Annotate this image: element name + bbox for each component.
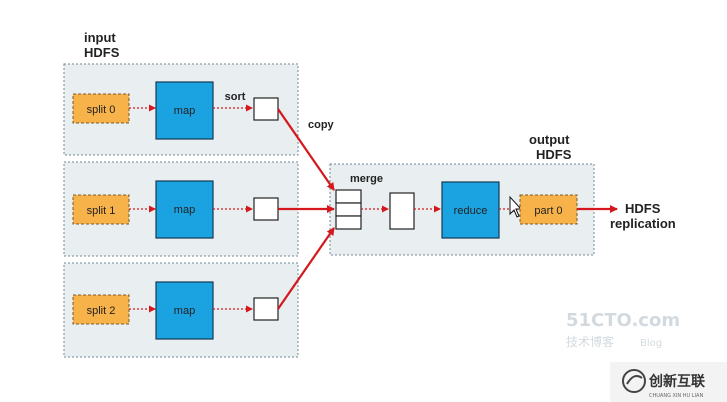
logo-mark-icon — [622, 369, 646, 393]
split-box-2 — [72, 294, 130, 325]
merge-segment-1 — [335, 202, 362, 217]
map-box-2 — [155, 281, 214, 340]
hdfs-replication-line2: replication — [610, 216, 676, 231]
map-label-2: map — [174, 305, 195, 317]
hdfs-replication-line1: HDFS — [625, 201, 661, 216]
sorted-output-box-2 — [253, 297, 279, 321]
map-label-0: map — [174, 105, 195, 117]
reduce-label: reduce — [454, 205, 488, 217]
merged-input-box — [389, 192, 415, 230]
split-label-1: split 1 — [87, 205, 116, 217]
map-label-1: map — [174, 204, 195, 216]
output-label-line2: HDFS — [536, 147, 572, 162]
map-box-1 — [155, 180, 214, 239]
logo-text: 创新互联 — [648, 373, 706, 390]
merge-label: merge — [350, 173, 383, 185]
reduce-box — [441, 181, 500, 239]
merge-segment-0 — [335, 189, 362, 204]
input-label-line1: input — [84, 30, 116, 45]
logo-subtext: CHUANG XIN HU LIAN — [649, 393, 703, 399]
merge-segment-2 — [335, 215, 362, 230]
map-box-0 — [155, 81, 214, 140]
copy-arrow-2 — [277, 227, 335, 310]
split-label-0: split 0 — [87, 104, 116, 116]
logo-background — [610, 362, 727, 402]
watermark-blog: Blog — [640, 338, 662, 349]
output-label-line1: output — [529, 132, 570, 147]
watermark-sub: 技术博客 — [566, 334, 614, 349]
split-label-2: split 2 — [87, 305, 116, 317]
sorted-output-box-0 — [253, 97, 279, 121]
sorted-output-box-1 — [253, 197, 279, 221]
sort-label: sort — [225, 91, 246, 103]
part-label: part 0 — [534, 205, 562, 217]
watermark-site: 51CTO.com — [566, 310, 680, 331]
input-label-line2: HDFS — [84, 45, 120, 60]
copy-arrow-0 — [277, 108, 335, 191]
copy-label: copy — [308, 119, 335, 131]
